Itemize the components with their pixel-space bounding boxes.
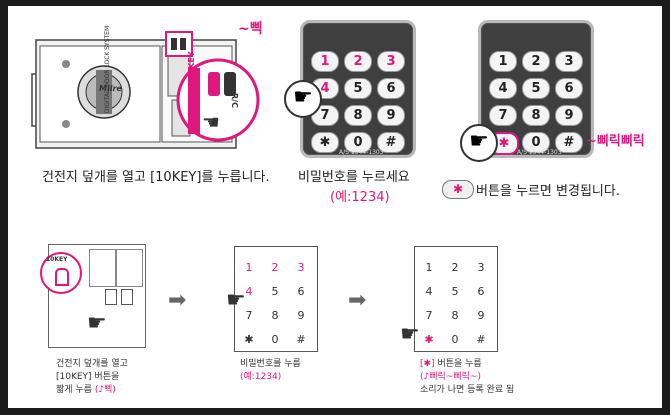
switch-icon — [55, 268, 69, 286]
key-1[interactable]: 1 — [245, 261, 253, 274]
keypad-right: 1 2 3 4 5 6 7 8 9 ✱ 0 # A/S 1544-1303 — [478, 20, 594, 158]
arrow-icon: ➡ — [168, 288, 187, 313]
b3-star: [✱] — [420, 359, 438, 369]
beep-label-2: ~삐릭삐릭 — [586, 134, 645, 149]
arrow-icon: ➡ — [348, 288, 367, 313]
bottom-step3-caption: [✱] 버튼을 누름 (♪삐릭~삐릭~) 소리가 나면 등록 완료 됨 — [420, 358, 514, 397]
step3-caption: 버튼을 누르면 변경됩니다. — [476, 184, 620, 199]
tenkey-mini-label: 10KEY — [46, 256, 68, 263]
beep-label-1: ~삑 — [238, 21, 263, 37]
pointing-hand-icon: ☛ — [460, 124, 498, 162]
key-6[interactable]: 6 — [377, 78, 405, 99]
key-3[interactable]: 3 — [477, 261, 485, 274]
step2-caption: 비밀번호를 누르세요 — [298, 170, 410, 185]
b1-line3-text: 짧게 누름 — [56, 385, 95, 395]
lock-side-text: DIGITAL DOOR LOCK SYSTEM — [104, 25, 112, 114]
pointing-hand-icon: ☛ — [284, 80, 322, 118]
key-9[interactable]: 9 — [477, 309, 485, 322]
keypad-flat-2: 1 2 3 4 5 6 7 8 9 ✱ 0 # — [414, 246, 498, 352]
pointing-hand-icon: ☛ — [87, 311, 107, 336]
key-2[interactable]: 2 — [451, 261, 459, 274]
key-star[interactable]: ✱ — [244, 333, 254, 346]
key-9[interactable]: 9 — [377, 105, 405, 126]
instruction-sheet: DIGITAL DOOR LOCK SYSTEM Milre 10KEY R/C… — [8, 6, 662, 408]
key-hash[interactable]: # — [296, 333, 306, 346]
tenkey-zoom-circle: 10KEY — [40, 252, 82, 294]
key-5[interactable]: 5 — [522, 78, 550, 99]
key-star[interactable]: ✱ — [424, 333, 434, 346]
key-1[interactable]: 1 — [489, 51, 517, 72]
key-0[interactable]: 0 — [271, 333, 279, 346]
step2-example: (예:1234) — [330, 190, 390, 205]
key-7[interactable]: 7 — [425, 309, 433, 322]
key-5[interactable]: 5 — [451, 285, 459, 298]
key-0[interactable]: 0 — [344, 132, 372, 153]
key-4[interactable]: 4 — [489, 78, 517, 99]
as-number: A/S 1544-1303 — [517, 149, 562, 156]
key-3[interactable]: 3 — [297, 261, 305, 274]
key-9[interactable]: 9 — [297, 309, 305, 322]
key-4[interactable]: 4 — [245, 285, 253, 298]
b1-line1: 건전지 덮개를 열고 — [56, 359, 128, 369]
b3-line2: (♪삐릭~삐릭~) — [420, 372, 481, 382]
b1-line3: 짧게 누름 (♪삑) — [56, 384, 128, 397]
b3-line3: 소리가 나면 등록 완료 됨 — [420, 385, 515, 395]
mini-part-1 — [89, 249, 117, 287]
key-8[interactable]: 8 — [451, 309, 459, 322]
key-3[interactable]: 3 — [377, 51, 405, 72]
rc-label: R/C — [229, 93, 239, 108]
tenkey-switch-label: 10KEY — [187, 51, 196, 80]
key-2[interactable]: 2 — [271, 261, 279, 274]
pointing-hand-icon: ☚ — [202, 110, 220, 134]
switch-2 — [224, 72, 236, 96]
key-8[interactable]: 8 — [522, 105, 550, 126]
bottom-step2-caption: 비밀번호를 누름 (예:1234) — [240, 358, 301, 384]
key-6[interactable]: 6 — [297, 285, 305, 298]
key-hash[interactable]: # — [476, 333, 486, 346]
bottom-step1-caption: 건전지 덮개를 열고 [10KEY] 버튼을 짧게 누름 (♪삑) — [56, 358, 128, 397]
key-star[interactable]: ✱ — [311, 132, 339, 153]
lock-illustration: DIGITAL DOOR LOCK SYSTEM Milre 10KEY R/C… — [26, 26, 266, 156]
b3-line1-text: 버튼을 누름 — [437, 359, 482, 369]
key-2[interactable]: 2 — [344, 51, 372, 72]
star-button-icon: ✱ — [442, 180, 474, 199]
key-6[interactable]: 6 — [555, 78, 583, 99]
key-8[interactable]: 8 — [344, 105, 372, 126]
as-number: A/S 1544-1303 — [339, 149, 384, 156]
tenkey-switch-strip — [188, 68, 200, 134]
key-5[interactable]: 5 — [344, 78, 372, 99]
key-3[interactable]: 3 — [555, 51, 583, 72]
switch-1 — [208, 72, 220, 96]
key-9[interactable]: 9 — [555, 105, 583, 126]
step1-caption: 건전지 덮개를 열고 [10KEY]를 누릅니다. — [42, 170, 270, 185]
mini-switch-2 — [121, 289, 133, 305]
key-0[interactable]: 0 — [522, 132, 550, 153]
key-8[interactable]: 8 — [271, 309, 279, 322]
mini-switch-1 — [105, 289, 117, 305]
b2-line1: 비밀번호를 누름 — [240, 359, 301, 369]
pointing-hand-icon: ☛ — [226, 288, 246, 313]
b1-line2: [10KEY] 버튼을 — [56, 372, 120, 382]
b1-line3-beep: (♪삑) — [94, 385, 116, 395]
brand-logo: Milre — [99, 84, 122, 93]
keypad-flat-1: 1 2 3 4 5 6 7 8 9 ✱ 0 # — [234, 246, 318, 352]
b2-line2: (예:1234) — [240, 372, 282, 382]
key-hash[interactable]: # — [377, 132, 405, 153]
key-7[interactable]: 7 — [245, 309, 253, 322]
key-hash[interactable]: # — [555, 132, 583, 153]
key-6[interactable]: 6 — [477, 285, 485, 298]
key-2[interactable]: 2 — [522, 51, 550, 72]
key-7[interactable]: 7 — [489, 105, 517, 126]
key-4[interactable]: 4 — [425, 285, 433, 298]
key-5[interactable]: 5 — [271, 285, 279, 298]
key-1[interactable]: 1 — [311, 51, 339, 72]
b3-line1: [✱] 버튼을 누름 — [420, 358, 514, 371]
key-0[interactable]: 0 — [451, 333, 459, 346]
pointing-hand-icon: ☛ — [400, 322, 420, 347]
mini-part-2 — [115, 249, 143, 287]
key-1[interactable]: 1 — [425, 261, 433, 274]
